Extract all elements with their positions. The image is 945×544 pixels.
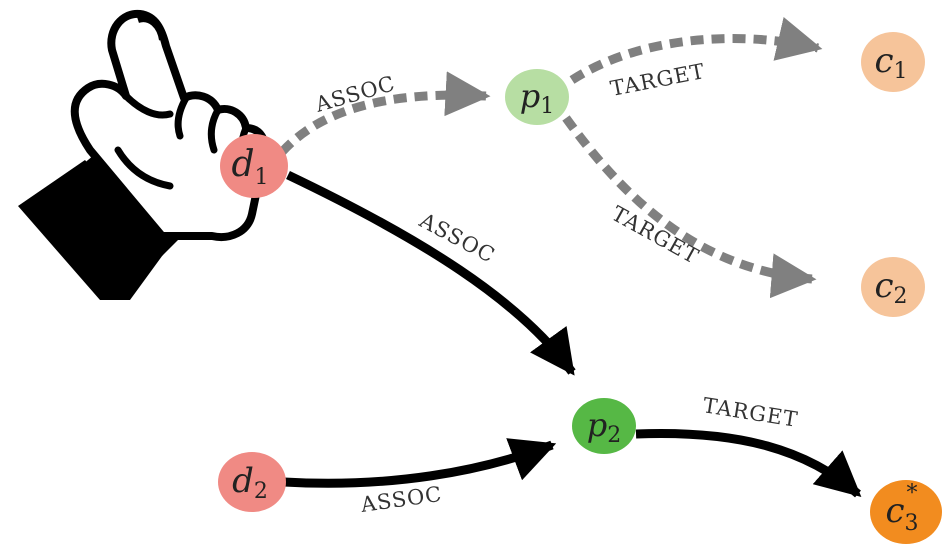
edge-label-p2-c3: TARGET — [701, 393, 800, 432]
node-p1: p1 — [505, 69, 569, 125]
svg-text:d1: d1 — [231, 144, 268, 190]
edge-p2-c3 — [635, 429, 862, 498]
node-c3: c3* — [870, 480, 942, 544]
node-p2: p2 — [572, 398, 636, 454]
svg-text:c2: c2 — [874, 266, 907, 309]
svg-text:c3*: c3* — [885, 481, 918, 536]
node-c1: c1 — [861, 32, 925, 92]
node-d2: d2 — [218, 452, 286, 512]
svg-text:c1: c1 — [874, 41, 907, 84]
node-d1: d1 — [220, 134, 288, 198]
svg-text:p1: p1 — [520, 77, 554, 119]
edge-d1-p1 — [278, 71, 491, 156]
svg-text:p2: p2 — [587, 406, 621, 448]
pointing-hand-icon — [18, 9, 269, 300]
edge-label-p1-c1: TARGET — [608, 59, 707, 101]
edge-d2-p2 — [283, 438, 557, 488]
edge-p1-c1 — [569, 16, 823, 84]
edge-p1-c2 — [562, 115, 817, 299]
node-c2: c2 — [861, 257, 925, 317]
svg-text:d2: d2 — [232, 461, 268, 504]
edge-label-d2-p2: ASSOC — [358, 482, 443, 517]
edge-label-d1-p2: ASSOC — [415, 208, 499, 268]
edge-d1-p2 — [286, 170, 576, 376]
